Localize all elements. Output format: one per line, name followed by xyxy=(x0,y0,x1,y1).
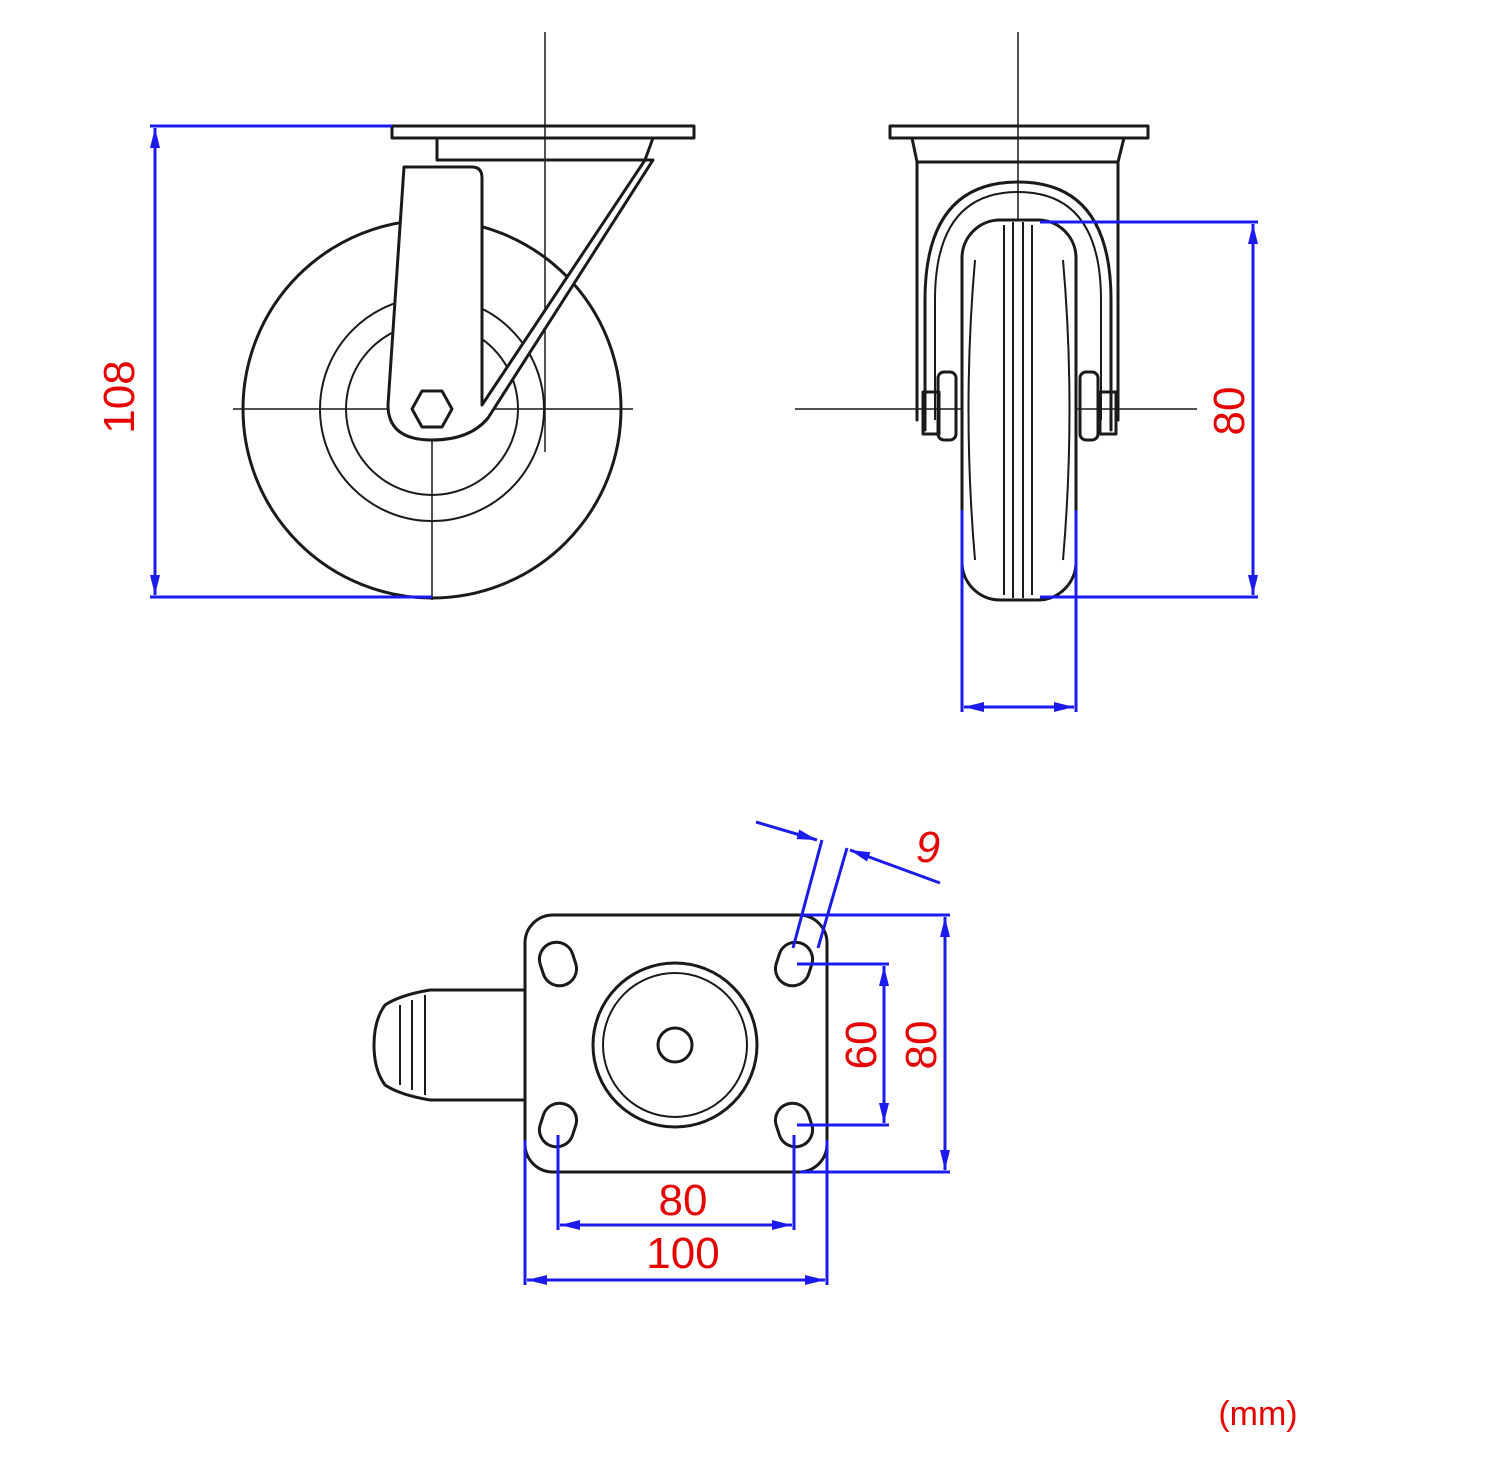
front-hub-left xyxy=(967,259,976,561)
kingpin-bearing-inner xyxy=(602,972,748,1118)
dim-60-label: 60 xyxy=(837,1021,886,1070)
side-top-plate xyxy=(390,124,696,140)
dimensions: 108 80 9 60 80 80 100 xyxy=(95,124,1298,1433)
kingpin-center-hole xyxy=(656,1026,694,1064)
side-axle-nut xyxy=(410,389,454,429)
mounting-slot-top-right xyxy=(773,940,815,988)
kingpin-bearing-outer xyxy=(591,961,759,1129)
front-fork-bow-outer xyxy=(923,180,1113,432)
side-view xyxy=(233,32,696,600)
front-axle-spacer-right xyxy=(1078,370,1100,442)
front-axle-spacer-left xyxy=(936,370,958,442)
top-wheel-peek xyxy=(372,988,527,1102)
side-swivel-housing xyxy=(435,136,655,162)
front-top-plate xyxy=(888,124,1150,140)
front-axle-nut-right xyxy=(1098,390,1118,436)
units-label: (mm) xyxy=(1218,1395,1297,1433)
mounting-slot-bottom-left xyxy=(537,1101,579,1149)
dim-9-label: 9 xyxy=(916,823,940,872)
dim-108-label: 108 xyxy=(95,360,144,433)
front-swivel-housing xyxy=(910,136,1126,164)
dim-9-arrow-left xyxy=(755,820,818,842)
top-view xyxy=(372,913,829,1174)
side-fork xyxy=(386,158,655,442)
dim-80-diameter-label: 80 xyxy=(1205,387,1254,436)
dim-9-arrow-right xyxy=(849,848,941,885)
mounting-slot-top-left xyxy=(537,940,579,988)
dim-9-ext-right xyxy=(816,847,849,949)
mounting-plate xyxy=(523,913,829,1174)
front-fork-bow-inner xyxy=(934,190,1102,420)
dim-80-hole-spacing-label: 80 xyxy=(659,1176,708,1225)
front-axle-nut-left xyxy=(921,390,941,436)
dim-80-plate-height-label: 80 xyxy=(897,1021,946,1070)
front-hub-right xyxy=(1062,259,1071,561)
mounting-slot-bottom-right xyxy=(773,1101,815,1149)
dim-9-ext-left xyxy=(791,839,824,949)
dim-100-label: 100 xyxy=(646,1229,719,1278)
front-view xyxy=(795,32,1197,602)
front-wheel-tyre xyxy=(960,218,1078,602)
